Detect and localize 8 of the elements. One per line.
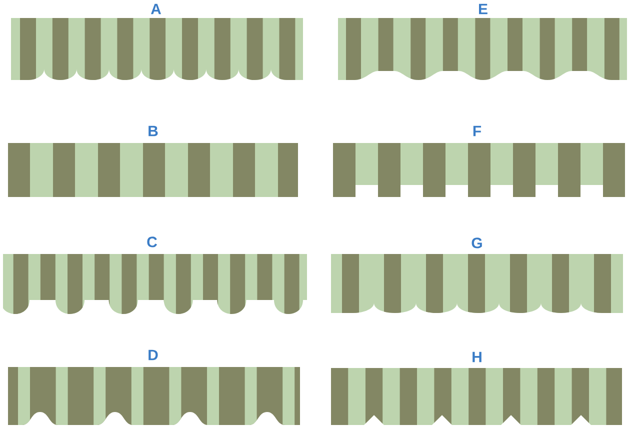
panel-letter: G	[472, 238, 482, 248]
panel-letter: F	[473, 126, 482, 136]
panel-letter: B	[148, 126, 158, 136]
panel-letter: H	[472, 352, 482, 362]
panel-letter: C	[147, 236, 157, 248]
panel-letter: D	[148, 350, 158, 360]
panel-letter: A	[150, 4, 162, 14]
panel-letter: E	[479, 4, 488, 14]
